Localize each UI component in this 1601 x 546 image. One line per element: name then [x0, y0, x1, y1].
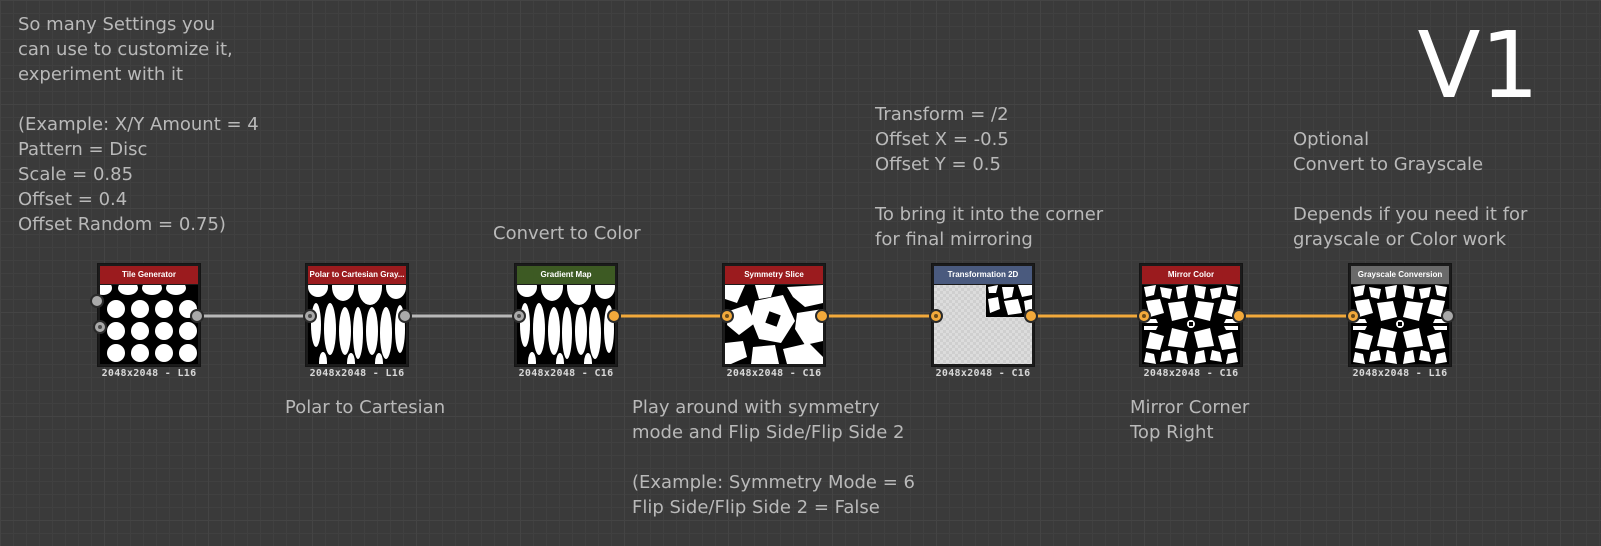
output-port[interactable] [398, 309, 412, 323]
node-gradient-map[interactable]: Gradient Map 2048x2048 - C16 [512, 263, 621, 379]
node-resolution: 2048x2048 - C16 [726, 368, 822, 379]
node-title: Transformation 2D [934, 266, 1032, 284]
output-port[interactable] [607, 309, 621, 323]
input-port[interactable] [1137, 309, 1151, 323]
node-resolution: 2048x2048 - L16 [309, 368, 405, 379]
node-resolution: 2048x2048 - C16 [518, 368, 614, 379]
node-mirror-color[interactable]: Mirror Color 2048x2048 - C16 [1137, 263, 1246, 379]
input-port[interactable] [93, 320, 107, 334]
symmetry-slice-thumbnail [725, 285, 823, 364]
node-tile-generator[interactable]: Tile Generator 2048x2048 - L16 [90, 263, 204, 379]
node-symmetry-slice[interactable]: Symmetry Slice 2048x2048 - C16 [720, 263, 829, 379]
input-port[interactable] [720, 309, 734, 323]
input-port[interactable] [512, 309, 526, 323]
transformation-thumbnail [934, 285, 1032, 364]
note-transform: Transform = /2 Offset X = -0.5 Offset Y … [875, 104, 1104, 250]
tile-generator-thumbnail [100, 285, 198, 364]
node-resolution: 2048x2048 - L16 [101, 368, 197, 379]
output-port[interactable] [1441, 309, 1455, 323]
node-title: Symmetry Slice [725, 266, 823, 284]
node-resolution: 2048x2048 - C16 [1143, 368, 1239, 379]
output-port[interactable] [190, 309, 204, 323]
note-grayscale: Optional Convert to Grayscale Depends if… [1293, 129, 1528, 250]
node-title: Gradient Map [517, 266, 615, 284]
output-port[interactable] [1024, 309, 1038, 323]
note-symmetry: Play around with symmetry mode and Flip … [632, 397, 915, 518]
node-polar-to-cartesian[interactable]: Polar to Cartesian Gray... 2048x2048 - L… [303, 263, 412, 379]
note-tile-settings: So many Settings you can use to customiz… [18, 14, 259, 235]
node-resolution: 2048x2048 - C16 [935, 368, 1031, 379]
output-port[interactable] [1232, 309, 1246, 323]
note-polar: Polar to Cartesian [285, 397, 446, 418]
node-title: Mirror Color [1142, 266, 1240, 284]
grayscale-thumbnail [1351, 285, 1449, 364]
note-convert-color: Convert to Color [493, 223, 641, 244]
node-resolution: 2048x2048 - L16 [1352, 368, 1448, 379]
input-port[interactable] [303, 309, 317, 323]
polar-thumbnail [308, 285, 406, 364]
input-port[interactable] [90, 294, 104, 308]
version-label: V1 [1417, 12, 1539, 119]
note-mirror: Mirror Corner Top Right [1130, 397, 1250, 443]
gradient-map-thumbnail [517, 285, 615, 364]
node-title: Grayscale Conversion [1351, 266, 1449, 284]
node-title: Polar to Cartesian Gray... [308, 266, 406, 284]
output-port[interactable] [815, 309, 829, 323]
node-title: Tile Generator [100, 266, 198, 284]
mirror-color-thumbnail [1142, 285, 1240, 364]
input-port[interactable] [929, 309, 943, 323]
node-transformation-2d[interactable]: Transformation 2D 2048x2048 - C16 [929, 263, 1038, 379]
input-port[interactable] [1346, 309, 1360, 323]
node-grayscale-conversion[interactable]: Grayscale Conversion 2048x2048 - L16 [1346, 263, 1455, 379]
